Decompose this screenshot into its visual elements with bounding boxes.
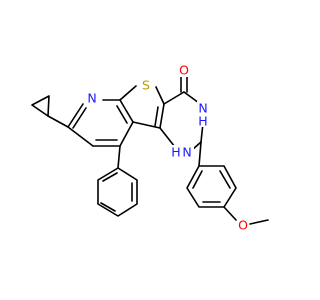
carbonyl-oxygen-label: O: [179, 63, 189, 78]
bond-thio-c-c: [159, 103, 165, 129]
bond-pyr-c2-c3: [119, 99, 134, 123]
bond-pyr-c5-c1: [67, 126, 94, 147]
methoxy-oxygen-label: O: [238, 218, 248, 233]
bond-aryl-o: [223, 206, 237, 221]
bond-pyr-c1-n: [67, 103, 84, 128]
bond-thio-c-c3: [132, 121, 161, 129]
nh-bottom-nitrogen-label: N: [182, 145, 191, 160]
bond-carbonyl-nh: [183, 91, 200, 104]
methoxyphenyl-double-1: [219, 170, 231, 189]
phenyl-ring: [97, 167, 138, 217]
phenyl-double-3: [102, 172, 118, 182]
nh-top-nitrogen-label: N: [198, 101, 207, 116]
bond-cyclopropyl-pyridine: [47, 115, 69, 128]
bond-ch-aryl: [198, 141, 202, 167]
molecule-structure-diagram: N S O N H H N O: [31, 63, 269, 233]
bond-pym-c-carbonyl: [163, 91, 185, 105]
bond-pyr-c2-c3-double: [116, 105, 128, 124]
thiophene-sulfur: S: [140, 78, 152, 93]
pyridine-nitrogen: N: [86, 91, 98, 106]
nh-top: N H: [197, 101, 210, 129]
bond-pyr-c3-c4: [119, 121, 134, 147]
bond-thio-c-c-double: [154, 106, 159, 127]
sulfur-label: S: [142, 78, 150, 93]
cyclopropyl-ring: [31, 95, 50, 117]
nh-bottom-hydrogen-label: H: [171, 145, 180, 160]
pyridine-nitrogen-label: N: [87, 91, 96, 106]
bond-pyr-c1-n-double: [72, 107, 87, 129]
bond-o-methyl: [249, 219, 269, 225]
methoxyphenyl-double-3: [192, 170, 203, 189]
methoxy-oxygen: O: [237, 218, 249, 233]
carbonyl-oxygen: O: [178, 63, 190, 78]
atom-labels: N S O N H H N O: [86, 63, 249, 233]
bond-c4-phenyl: [117, 145, 121, 169]
phenyl-double-2: [100, 202, 116, 212]
nh-top-hydrogen-label: H: [198, 114, 207, 129]
bond-nh-c: [159, 127, 176, 148]
nh-bottom: H N: [170, 145, 194, 160]
bond-thio-s-c: [155, 86, 165, 105]
bonds: [31, 76, 269, 225]
bond-thio-c2-s: [119, 85, 137, 101]
